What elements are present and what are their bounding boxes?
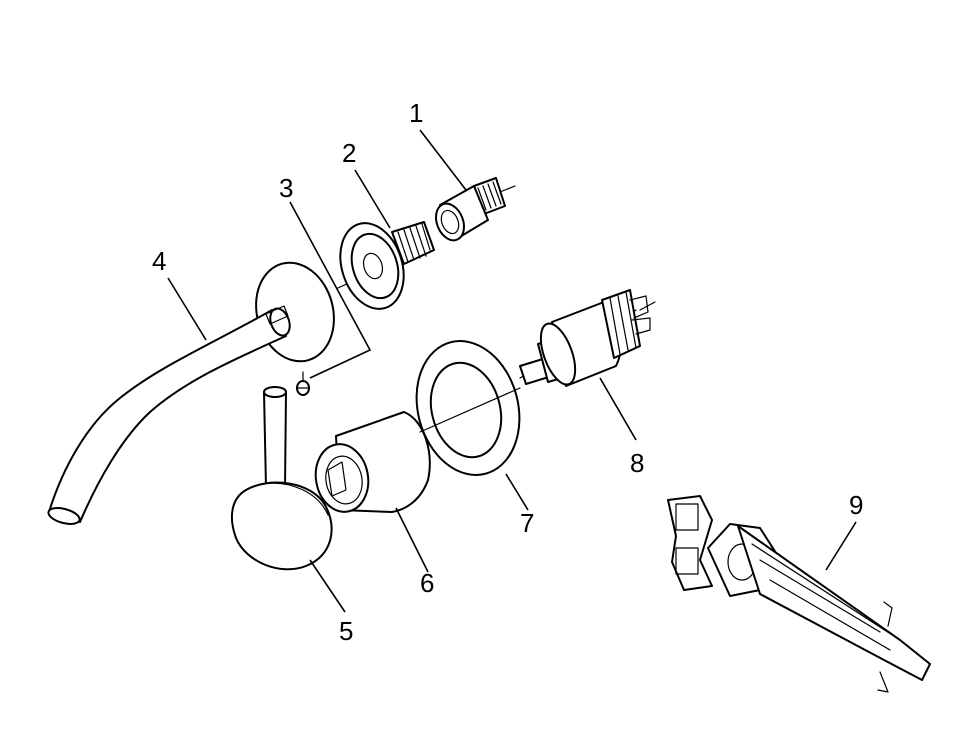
callout-3: 3 — [279, 173, 293, 203]
leader-lines — [167, 129, 857, 613]
part-3-set-screw — [296, 371, 310, 396]
part-8-cartridge — [519, 289, 656, 387]
callout-labels: 1 2 3 4 5 6 7 8 9 — [152, 98, 863, 646]
callout-5: 5 — [339, 616, 353, 646]
callout-4: 4 — [152, 246, 166, 276]
callout-8: 8 — [630, 448, 644, 478]
part-4-spout — [47, 261, 335, 525]
callout-2: 2 — [342, 138, 356, 168]
callout-6: 6 — [420, 568, 434, 598]
part-1-adapter-nipple — [435, 177, 516, 242]
callout-1: 1 — [409, 98, 423, 128]
callout-9: 9 — [849, 490, 863, 520]
part-9-wrench — [667, 495, 931, 693]
part-6-sleeve — [314, 411, 431, 513]
callout-7: 7 — [520, 508, 534, 538]
part-5-handle — [230, 386, 333, 571]
part-2-flange-stem — [337, 221, 435, 310]
part-7-cover-ring — [415, 340, 521, 476]
